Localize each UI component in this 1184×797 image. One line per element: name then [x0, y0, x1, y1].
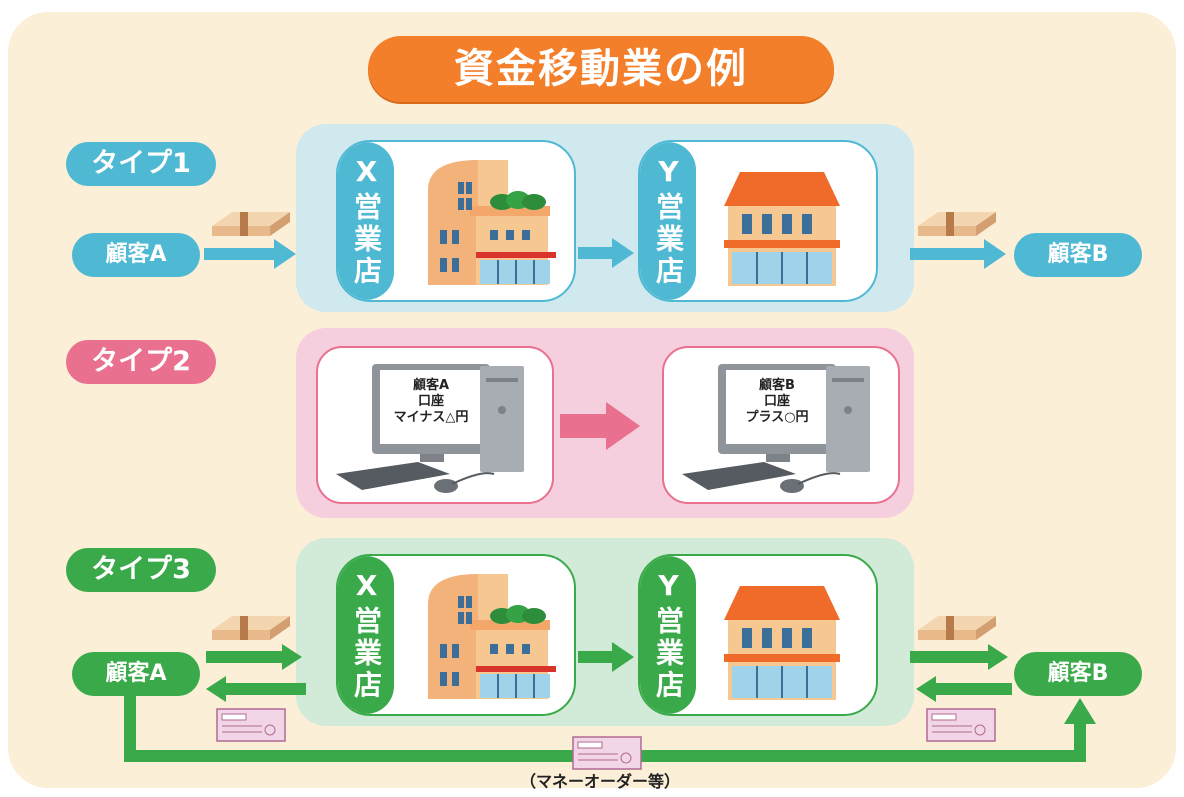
type1-x-branch-label: X営業店: [338, 142, 394, 300]
type1-label: タイプ1: [66, 142, 216, 186]
arrow-y-to-customer-b: [910, 239, 1006, 269]
type3-x-branch-label: X営業店: [338, 556, 394, 714]
money-bundle-icon: [212, 616, 290, 640]
arrow-x-to-y: [578, 238, 634, 268]
money-bundle-icon: [212, 212, 290, 236]
type1-x-branch-card: X営業店: [336, 140, 576, 302]
type2-label: タイプ2: [66, 340, 216, 384]
arrow-x-to-customer-a: [206, 676, 306, 702]
type1-customer-a: 顧客A: [72, 233, 200, 277]
type3-x-branch-card: X営業店: [336, 554, 576, 716]
money-order-note: （マネーオーダー等）: [520, 772, 681, 791]
diagram-title: 資金移動業の例: [368, 36, 834, 102]
office-building-icon: [428, 160, 556, 285]
office-building-icon: [428, 574, 556, 699]
type3-y-branch-label: Y営業店: [640, 556, 696, 714]
money-order-ticket-icon: [926, 708, 996, 742]
type3-y-branch-card: Y営業店: [638, 554, 878, 716]
type1-customer-b: 顧客B: [1014, 233, 1142, 277]
shop-building-icon: [724, 586, 840, 700]
money-order-ticket-icon: [216, 708, 286, 742]
arrow-x-to-y: [578, 642, 634, 672]
arrow-customer-b-to-y: [916, 676, 1012, 702]
arrow-customer-a-to-x: [206, 644, 302, 670]
arrow-customer-a-to-x: [204, 239, 296, 269]
type1-y-branch-label: Y営業店: [640, 142, 696, 300]
money-order-ticket-icon: [572, 736, 642, 770]
computer-icon: [336, 364, 524, 493]
type3-customer-a: 顧客A: [72, 652, 200, 696]
computer-icon: [682, 364, 870, 493]
money-bundle-icon: [918, 616, 996, 640]
type3-customer-b: 顧客B: [1014, 652, 1142, 696]
type3-label: タイプ3: [66, 548, 216, 592]
arrow-a-to-b-account: [560, 402, 640, 450]
arrow-y-to-customer-b: [910, 644, 1008, 670]
money-bundle-icon: [918, 212, 996, 236]
shop-building-icon: [724, 172, 840, 286]
type1-y-branch-card: Y営業店: [638, 140, 878, 302]
